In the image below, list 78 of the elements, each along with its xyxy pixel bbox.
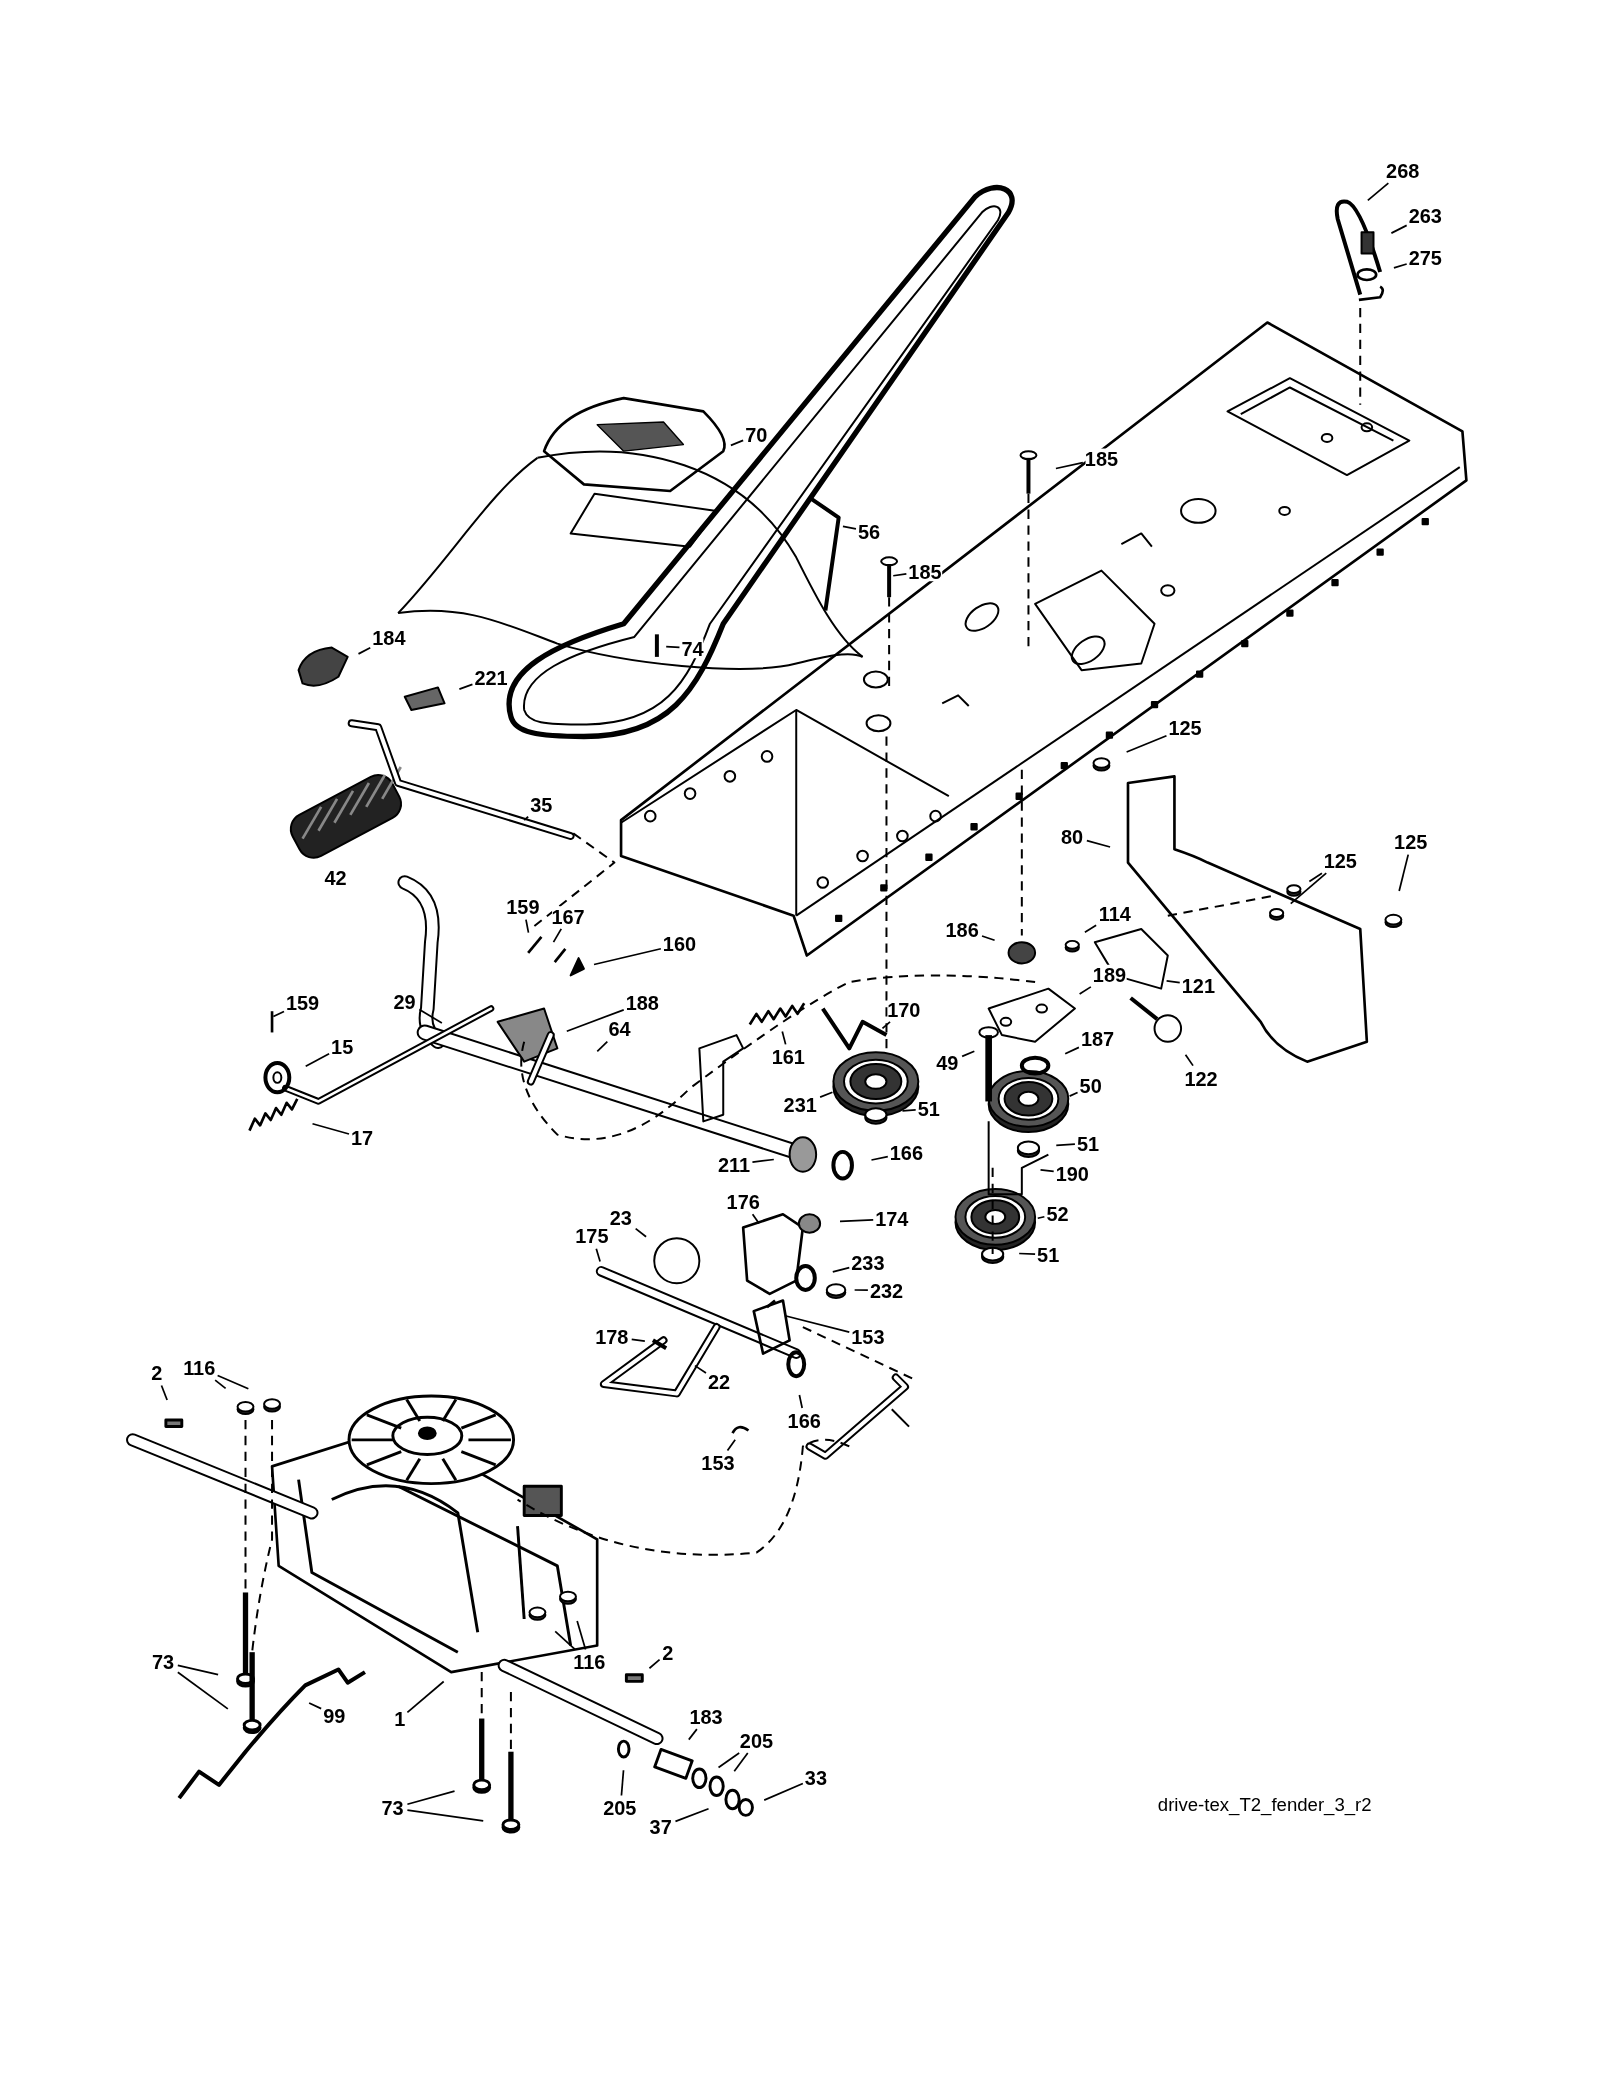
leader-line [620,1769,625,1797]
leader-line [523,815,530,821]
leader-line [842,525,857,530]
leader-line [458,683,474,690]
leader-line [1366,182,1390,202]
callout-number: 170 [887,998,921,1019]
leader-line [272,1010,285,1018]
leader-line [726,1438,737,1452]
leader-line [798,1394,804,1409]
leader-line [357,646,372,655]
leader-line [176,1671,229,1710]
leader-line [1036,1215,1046,1220]
leader-line [1308,872,1323,883]
leader-line [525,918,530,934]
callout-number: 189 [1092,964,1127,984]
leader-line [1055,461,1084,470]
leader-line [595,1247,601,1263]
leader-line [565,1008,625,1033]
leader-line [763,1782,804,1801]
leader-line [406,1790,456,1806]
drawing-code-text: drive-tex_T2_fender_3_r2 [1157,1795,1372,1815]
leader-line [687,1728,698,1741]
leader-line [1398,853,1410,892]
leader-line [819,1091,834,1098]
leader-line [751,1158,775,1164]
leader-line [1289,872,1328,905]
leader-line [160,1384,168,1401]
callout-number: 74 [681,637,704,658]
leader-line [1165,980,1181,984]
leader-line [901,1109,917,1112]
leader-line [1078,986,1092,995]
callout-number: 185 [1084,447,1119,468]
leader-line [596,1040,609,1053]
leader-line [216,1374,250,1390]
leader-line [418,1008,443,1024]
leader-line [853,1289,869,1292]
leader-line [406,1680,445,1714]
leader-line [1125,734,1168,753]
leader-line [1039,1168,1055,1173]
leader-line [630,1338,646,1342]
leader-line [784,1314,851,1333]
leader-line [892,573,908,577]
leader-line [214,1379,227,1390]
leader-line [870,1155,889,1161]
leader-line [311,1122,350,1135]
leader-line [831,1266,851,1273]
leader-line [176,1664,219,1676]
leader-line [406,1809,485,1822]
leader-line [674,1807,710,1823]
leader-line [304,1052,330,1068]
leader-line [634,1227,647,1238]
leader-line [981,935,996,942]
leader-line [781,1030,787,1046]
leader-line [1184,1053,1194,1067]
leader-line [593,947,662,966]
leader-line [730,439,744,447]
leader-line [961,1050,976,1058]
callout-number: 167 [551,905,585,926]
leader-line [552,928,563,943]
leader-line [1064,1046,1080,1055]
leader-line [1068,1091,1079,1097]
leader-line [717,1752,741,1769]
leader-line [1086,839,1111,848]
leader-line [1393,263,1408,269]
leader-line [665,645,681,649]
leader-line [751,1213,760,1225]
leader-line [839,1218,875,1223]
leader-line [576,1620,587,1651]
leader-line [1084,924,1097,934]
leader-line [554,1630,577,1651]
leader-line [694,1364,707,1374]
leader-line [1055,1143,1076,1147]
leader-line [308,1702,322,1710]
leader-line [1018,1252,1036,1255]
leader-line [1390,224,1408,234]
leader-line [881,1020,891,1030]
leader-line [648,1658,661,1670]
leader-line [733,1752,749,1773]
